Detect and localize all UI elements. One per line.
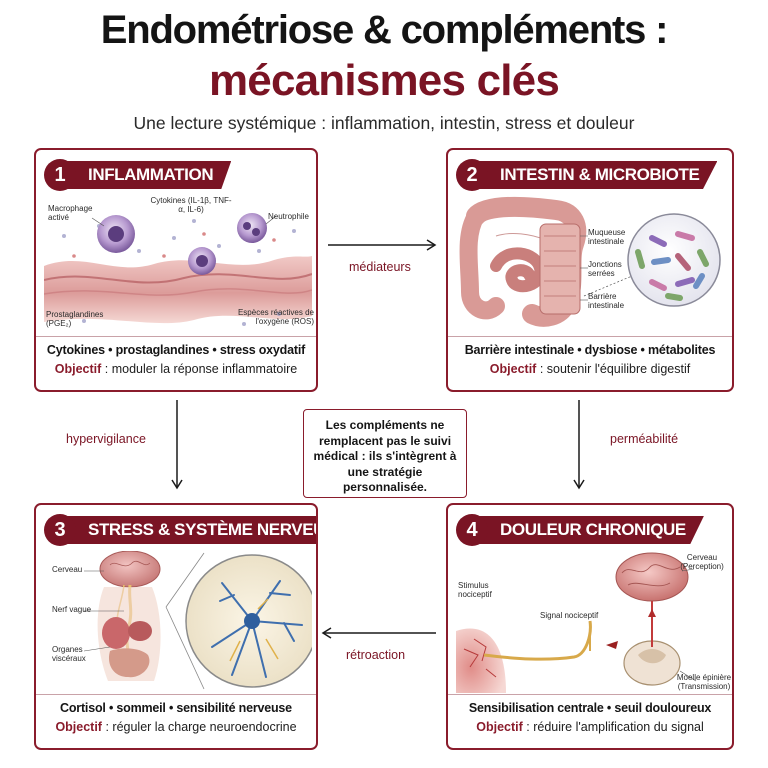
label-prostaglandines: Prostaglandines (PGE₂) <box>46 310 104 329</box>
pain-pathway-illustration <box>456 552 697 693</box>
card-number-badge: 4 <box>456 514 488 546</box>
card-keywords: Barrière intestinale • dysbiose • métabo… <box>464 343 716 357</box>
label-ros: Espèces réactives de l'oxygène (ROS) <box>237 308 314 327</box>
arrow-top-head <box>426 239 437 251</box>
card-objective: Objectif : soutenir l'équilibre digestif <box>448 362 732 376</box>
card-header: 1 INFLAMMATION <box>44 158 232 192</box>
card-number-badge: 2 <box>456 159 488 191</box>
objective-text: : soutenir l'équilibre digestif <box>536 362 691 376</box>
card-header: 3 STRESS & SYSTÈME NERVEUX <box>44 513 316 547</box>
objective-text: : réduire l'amplification du signal <box>522 720 704 734</box>
card-keywords: Cortisol • sommeil • sensibilité nerveus… <box>60 701 292 715</box>
card-stress: 3 STRESS & SYSTÈME NERVEUX <box>34 503 318 750</box>
arrow-bottom-head <box>321 627 332 639</box>
card-title: INTESTIN & MICROBIOTE <box>478 161 718 189</box>
inflammation-illustration <box>44 213 312 326</box>
card-objective: Objectif : réguler la charge neuroendocr… <box>36 720 316 734</box>
objective-label: Objectif <box>489 362 537 376</box>
card-footer: Cytokines • prostaglandines • stress oxy… <box>36 336 316 390</box>
card-footer: Barrière intestinale • dysbiose • métabo… <box>448 336 732 390</box>
card-number-badge: 1 <box>44 159 76 191</box>
subtitle: Une lecture systémique : inflammation, i… <box>133 113 635 133</box>
label-moelle: Moelle épinière (Transmission) <box>676 673 732 692</box>
card-title: DOULEUR CHRONIQUE <box>478 516 704 544</box>
card-header: 2 INTESTIN & MICROBIOTE <box>456 158 718 192</box>
label-barriere: Barrière intestinale <box>588 292 625 311</box>
label-neutrophile: Neutrophile <box>268 212 309 221</box>
objective-label: Objectif <box>476 720 523 734</box>
objective-label: Objectif <box>54 362 102 376</box>
card-keywords: Sensibilisation centrale • seuil doulour… <box>468 701 712 715</box>
label-signal: Signal nociceptif <box>540 611 599 620</box>
card-objective: Objectif : réduire l'amplification du si… <box>448 720 732 734</box>
nervous-system-illustration <box>83 551 312 690</box>
label-cerveau: Cerveau <box>52 565 83 574</box>
label-macrophage: Macrophage activé <box>48 204 93 223</box>
objective-text: : moduler la réponse inflammatoire <box>101 362 298 376</box>
card-douleur: 4 DOULEUR CHRONIQUE Cerveau (Perception) <box>446 503 734 750</box>
card-keywords: Cytokines • prostaglandines • stress oxy… <box>46 343 306 357</box>
label-muqueuse: Muqueuse intestinale <box>588 228 626 247</box>
arrow-label-retroaction: rétroaction <box>346 648 406 662</box>
card-number-badge: 3 <box>44 514 76 546</box>
card-title: INFLAMMATION <box>66 161 232 189</box>
label-stimulus: Stimulus nociceptif <box>458 581 492 600</box>
label-cerveau-perception: Cerveau (Perception) <box>680 553 724 572</box>
card-header: 4 DOULEUR CHRONIQUE <box>456 513 704 547</box>
objective-text: : réguler la charge neuroendocrine <box>101 720 297 734</box>
intestine-illustration <box>459 196 721 327</box>
label-cytokines: Cytokines (IL-1β, TNF-α, IL-6) <box>150 196 232 215</box>
card-intestin: 2 INTESTIN & MICROBIOTE <box>446 148 734 392</box>
arrow-label-permeabilite: perméabilité <box>610 432 679 446</box>
arrow-label-mediateurs: médiateurs <box>349 260 411 274</box>
arrow-left-head <box>171 479 183 490</box>
card-inflammation: 1 INFLAMMATION <box>34 148 318 392</box>
main-title-accent: mécanismes clés <box>208 56 560 105</box>
center-note: Les compléments ne remplacent pas le sui… <box>303 409 467 498</box>
main-title: Endométriose & compléments : <box>100 8 669 52</box>
card-title: STRESS & SYSTÈME NERVEUX <box>66 516 316 544</box>
label-nerf-vague: Nerf vague <box>52 605 92 614</box>
card-footer: Cortisol • sommeil • sensibilité nerveus… <box>36 694 316 748</box>
label-organes: Organes viscéraux <box>52 645 86 664</box>
label-jonctions: Jonctions serrées <box>588 260 622 279</box>
objective-label: Objectif <box>55 720 102 734</box>
arrow-label-hypervigilance: hypervigilance <box>66 432 146 446</box>
arrow-right-head <box>573 479 585 490</box>
card-footer: Sensibilisation centrale • seuil doulour… <box>448 694 732 748</box>
card-objective: Objectif : moduler la réponse inflammato… <box>36 362 316 376</box>
